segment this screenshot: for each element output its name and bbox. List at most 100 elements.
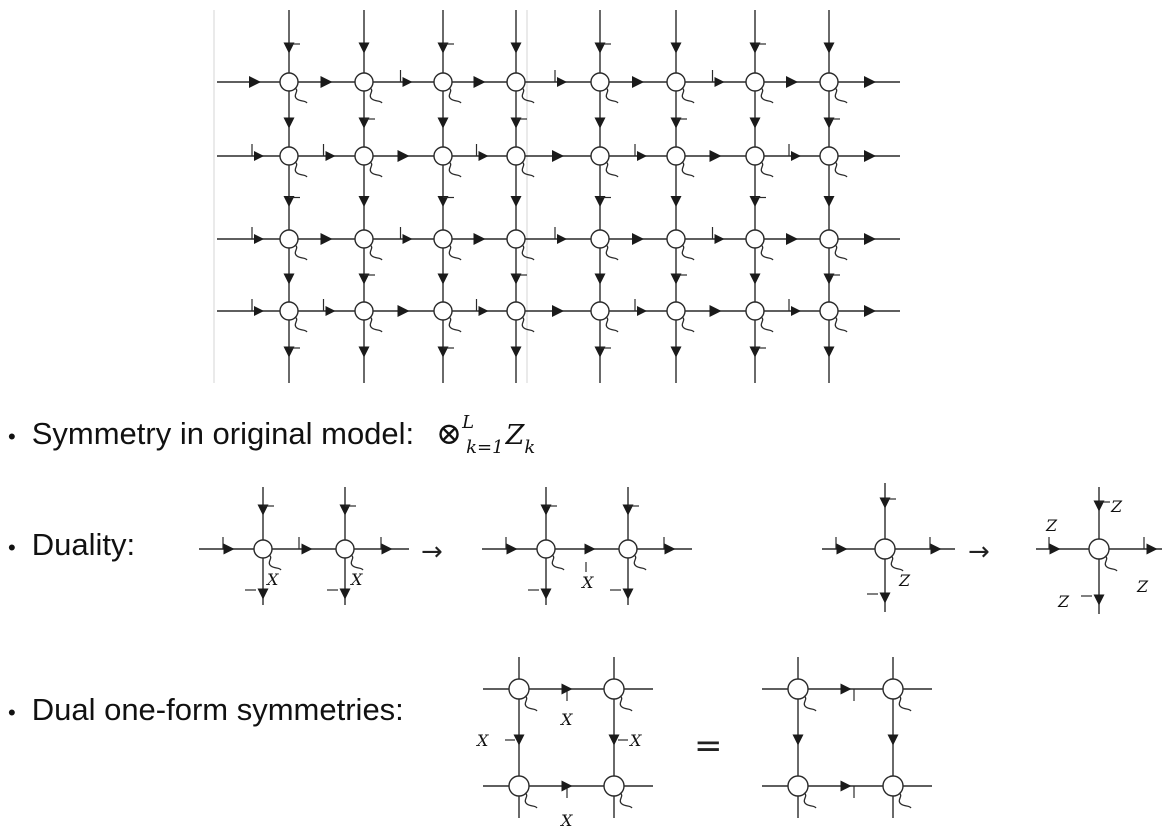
- physical-leg: [760, 87, 774, 104]
- tensor-node: [787, 678, 809, 700]
- arrow-head: [823, 196, 835, 207]
- arrow-head: [397, 305, 410, 317]
- tensor-node: [279, 229, 299, 249]
- arrow-head: [301, 543, 313, 555]
- arrow-head: [749, 117, 761, 129]
- arrow-head: [879, 592, 891, 604]
- arrow-head: [594, 42, 606, 54]
- arrow-head: [823, 42, 835, 54]
- tensor-node: [508, 678, 530, 700]
- arrow-head: [561, 683, 573, 695]
- arrow-head: [823, 117, 835, 129]
- z-label: Z: [1110, 497, 1123, 516]
- arrow-head: [513, 734, 525, 746]
- arrow-head: [786, 76, 798, 88]
- arrow-head: [864, 76, 876, 88]
- z-label: Z: [1057, 592, 1070, 611]
- z-label: Z: [1045, 516, 1058, 535]
- arrow-head: [840, 780, 852, 792]
- arrow-head: [594, 196, 606, 207]
- arrow-head: [283, 346, 295, 358]
- arrow-head: [510, 196, 522, 207]
- tensor-node: [253, 539, 273, 559]
- x-label: X: [265, 570, 279, 589]
- arrow-head: [381, 543, 393, 555]
- physical-leg: [448, 244, 462, 261]
- arrow-head: [320, 233, 333, 245]
- symmetry-formula: ⊗Lk=1Zk: [436, 412, 535, 458]
- arrow-head: [714, 234, 725, 244]
- z-label: Z: [898, 571, 911, 590]
- physical-leg: [369, 161, 383, 178]
- bullet-duality: • Duality:: [8, 527, 135, 563]
- arrow-head: [709, 150, 722, 162]
- physical-leg: [834, 87, 848, 104]
- arrow-head: [786, 233, 798, 245]
- arrow-head: [437, 273, 449, 285]
- main-lattice: [213, 10, 900, 383]
- physical-leg: [294, 87, 308, 104]
- tensor-node: [745, 301, 765, 321]
- x-label: X: [475, 731, 489, 750]
- physical-leg: [605, 161, 619, 178]
- arrow-head: [473, 233, 486, 245]
- tensor-node: [590, 301, 610, 321]
- physical-leg: [898, 695, 912, 712]
- arrow-head: [254, 234, 264, 244]
- tensor-node: [874, 538, 896, 560]
- physical-leg: [760, 161, 774, 178]
- tensor-node: [354, 146, 374, 166]
- x-label: X: [559, 710, 573, 729]
- tensor-node: [787, 775, 809, 797]
- tensor-node: [433, 146, 453, 166]
- arrow-head: [339, 504, 351, 516]
- arrow-head: [437, 346, 449, 358]
- arrow-head: [325, 151, 336, 161]
- arrow-head: [320, 76, 333, 88]
- tensor-node: [819, 301, 839, 321]
- arrow-head: [283, 273, 295, 285]
- formula-upper-limit: L: [462, 412, 475, 433]
- tensor-node: [590, 72, 610, 92]
- arrow-head: [437, 42, 449, 54]
- tensor-node: [354, 301, 374, 321]
- physical-leg: [521, 161, 535, 178]
- physical-leg: [681, 316, 695, 333]
- physical-leg: [681, 244, 695, 261]
- equals-sign: =: [694, 726, 723, 766]
- tensor-node: [279, 72, 299, 92]
- tensor-node: [666, 301, 686, 321]
- physical-leg: [605, 244, 619, 261]
- arrow-head: [510, 273, 522, 285]
- physical-leg: [803, 792, 817, 809]
- tensor-node: [882, 678, 904, 700]
- tensor-node: [335, 539, 355, 559]
- one-form-label: Dual one-form symmetries:: [31, 692, 404, 727]
- arrow-head: [749, 196, 761, 207]
- arrow-head: [632, 76, 644, 88]
- tensor-product-symbol: ⊗: [436, 416, 463, 452]
- physical-leg: [350, 554, 364, 571]
- bullet-marker: •: [8, 700, 16, 725]
- tensor-node: [666, 229, 686, 249]
- tensor-node: [882, 775, 904, 797]
- arrow-head: [540, 588, 552, 600]
- physical-leg: [681, 161, 695, 178]
- arrow-head: [510, 42, 522, 54]
- physical-leg: [448, 87, 462, 104]
- arrow-head: [223, 543, 235, 555]
- arrow-head: [257, 588, 269, 600]
- arrow-head: [594, 346, 606, 358]
- arrow-head: [670, 273, 682, 285]
- tensor-node: [819, 146, 839, 166]
- arrow-head: [1093, 500, 1105, 512]
- symmetry-label: Symmetry in original model:: [31, 416, 415, 451]
- arrow-head: [622, 504, 634, 516]
- bullet-one-form: • Dual one-form symmetries:: [8, 692, 404, 728]
- arrow-head: [254, 306, 264, 316]
- arrow-head: [1049, 543, 1061, 555]
- tensor-node: [508, 775, 530, 797]
- arrow-head: [358, 273, 370, 285]
- tensor-node: [745, 72, 765, 92]
